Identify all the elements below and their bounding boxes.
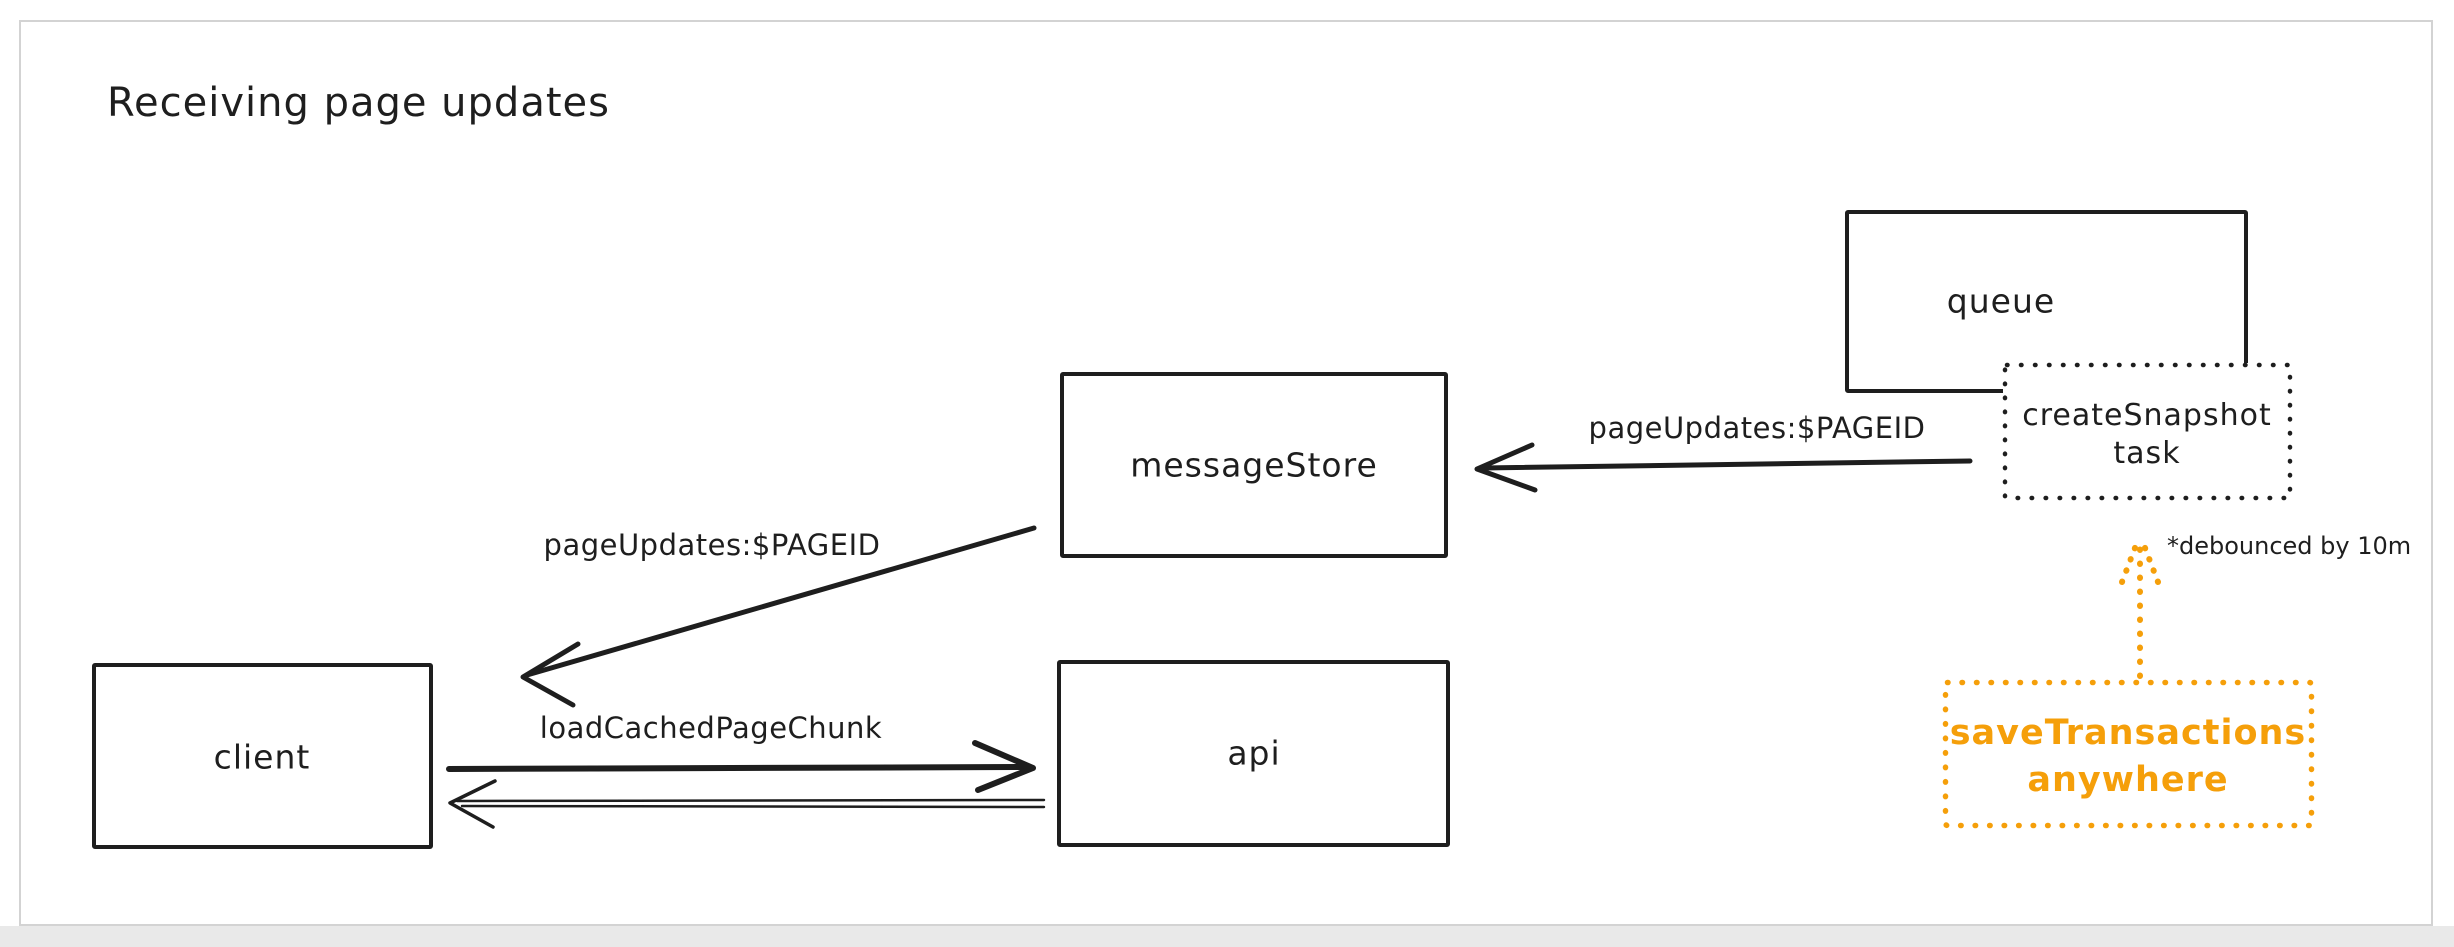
edge-label-create-snapshot-to-message-store: pageUpdates:$PAGEID [1588,411,1926,445]
node-client [92,663,433,849]
node-message-store [1060,372,1448,558]
node-api-label: api [1227,733,1281,773]
debounce-note: *debounced by 10m [2167,532,2412,560]
node-save-transactions-label-line2: anywhere [2027,760,2229,800]
node-create-snapshot-label-line1: createSnapshot [2022,398,2272,433]
edge-label-message-store-to-client: pageUpdates:$PAGEID [543,528,881,562]
node-save-transactions-label-line1: saveTransactions [1949,713,2307,753]
node-client-label: client [213,737,311,777]
node-queue-label: queue [1946,281,2056,321]
page-bottom-strip [0,926,2454,947]
edge-label-client-to-api: loadCachedPageChunk [539,711,883,745]
diagram-title: Receiving page updates [107,80,610,126]
node-save-transactions-label: saveTransactions anywhere [1950,710,2307,804]
node-create-snapshot-label-line2: task [2113,436,2181,471]
node-message-store-label: messageStore [1130,445,1378,485]
node-create-snapshot-label: createSnapshot task [2022,397,2271,473]
node-api [1057,660,1450,847]
